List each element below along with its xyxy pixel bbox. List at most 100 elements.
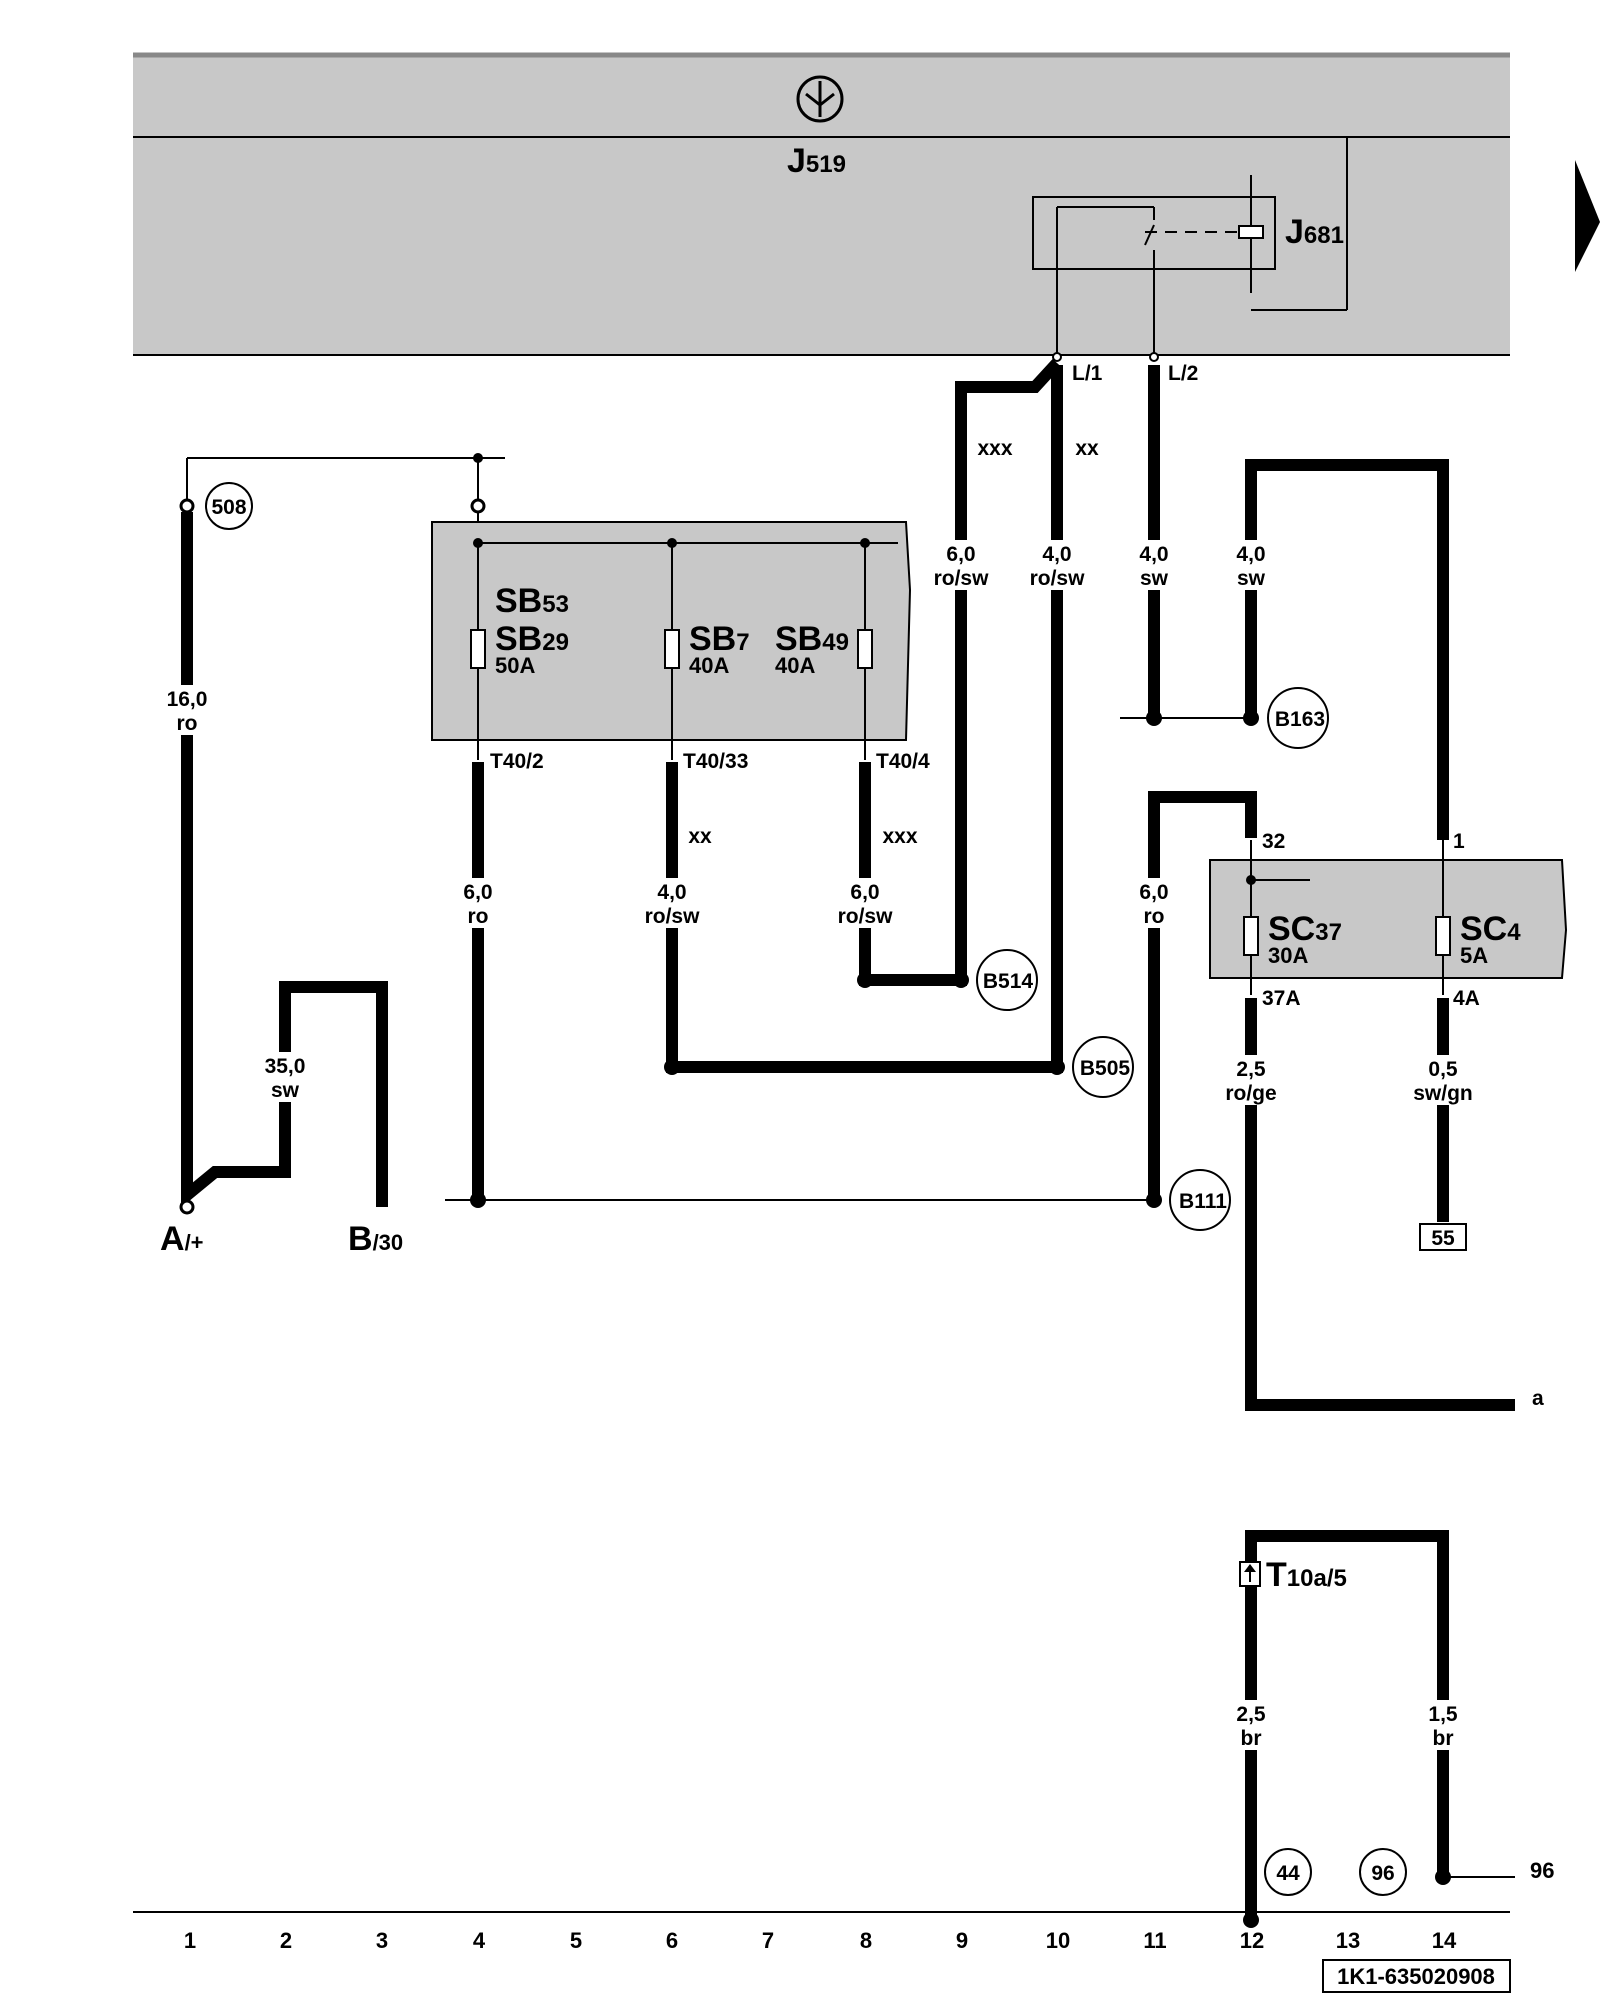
pin-t40-33: T40/33 bbox=[683, 750, 748, 773]
next-page-arrow-icon bbox=[1575, 160, 1600, 272]
fuse-rating: 40A bbox=[689, 653, 729, 678]
svg-text:B514: B514 bbox=[983, 970, 1034, 993]
wire-size: 2,5 bbox=[1236, 1058, 1266, 1081]
connection-b163: B163 bbox=[1267, 687, 1329, 749]
svg-text:2: 2 bbox=[280, 1928, 292, 1953]
wire-size: 4,0 bbox=[1139, 543, 1168, 566]
wire-color: ro/sw bbox=[1030, 567, 1086, 590]
terminal-a: A/+ bbox=[160, 1220, 204, 1258]
svg-text:8: 8 bbox=[860, 1928, 872, 1953]
svg-text:11: 11 bbox=[1143, 1928, 1166, 1953]
wire-code: xxx bbox=[882, 825, 917, 848]
fuse-sc37: SC37 bbox=[1268, 910, 1342, 948]
fuse-icon bbox=[857, 629, 873, 669]
ground-symbol-icon bbox=[796, 75, 844, 123]
wire-size: 4,0 bbox=[1236, 543, 1265, 566]
terminal-b: B/30 bbox=[348, 1220, 403, 1258]
wire-size: 0,5 bbox=[1428, 1058, 1458, 1081]
wire-color: ro/sw bbox=[645, 905, 701, 928]
continuation-a: a bbox=[1532, 1387, 1544, 1410]
wire-color: sw bbox=[1237, 567, 1266, 590]
svg-text:12: 12 bbox=[1240, 1928, 1264, 1953]
fuse-icon bbox=[1243, 916, 1259, 956]
wire-code: xx bbox=[688, 825, 712, 848]
wire-b111 bbox=[1148, 791, 1257, 1200]
connection-b505: B505 bbox=[1072, 1036, 1134, 1098]
svg-text:13: 13 bbox=[1336, 1928, 1360, 1953]
wire-battery bbox=[181, 512, 388, 1208]
continuation-96: 96 bbox=[1530, 1858, 1554, 1883]
fuse-rating: 40A bbox=[775, 653, 815, 678]
svg-text:B163: B163 bbox=[1275, 708, 1325, 731]
svg-text:5: 5 bbox=[570, 1928, 582, 1953]
pin-t40-4: T40/4 bbox=[876, 750, 930, 773]
fuse-icon bbox=[664, 629, 680, 669]
pin-l2: L/2 bbox=[1168, 362, 1198, 385]
relay-label: J681 bbox=[1285, 213, 1344, 251]
wire-size: 4,0 bbox=[657, 881, 686, 904]
fuse-sb7: SB7 bbox=[689, 620, 750, 658]
connection-44: 44 bbox=[1264, 1848, 1312, 1896]
fuse-rating: 50A bbox=[495, 653, 535, 678]
page-ref-box bbox=[1419, 1223, 1467, 1251]
fuse-sb29: SB29 bbox=[495, 620, 569, 658]
wire-size: 16,0 bbox=[167, 688, 208, 711]
wire-size: 35,0 bbox=[265, 1055, 306, 1078]
relay-switch-icon bbox=[1144, 224, 1155, 246]
connection-b514: B514 bbox=[976, 949, 1038, 1011]
wire-color: ro/ge bbox=[1225, 1082, 1276, 1105]
pin-4a: 4A bbox=[1453, 987, 1480, 1010]
relay-coil-icon bbox=[1238, 225, 1264, 239]
svg-text:6: 6 bbox=[666, 1928, 678, 1953]
svg-text:4: 4 bbox=[473, 1928, 486, 1953]
fuse-rating: 30A bbox=[1268, 943, 1308, 968]
wire-color: sw bbox=[271, 1079, 300, 1102]
fuse-icon bbox=[1435, 916, 1451, 956]
fuse-sc4: SC4 bbox=[1460, 910, 1521, 948]
wire-color: ro bbox=[1144, 905, 1165, 928]
svg-text:B505: B505 bbox=[1080, 1057, 1131, 1080]
wire-color: sw/gn bbox=[1413, 1082, 1473, 1105]
svg-text:7: 7 bbox=[762, 1928, 774, 1953]
pin-l1: L/1 bbox=[1072, 362, 1103, 385]
pin-37a: 37A bbox=[1262, 987, 1301, 1010]
wire-color: ro bbox=[177, 712, 198, 735]
wire-size: 4,0 bbox=[1042, 543, 1071, 566]
connection-508: 508 bbox=[205, 482, 253, 530]
wire-size: 6,0 bbox=[463, 881, 492, 904]
connection-b111: B111 bbox=[1169, 1169, 1231, 1231]
svg-text:B111: B111 bbox=[1179, 1190, 1227, 1213]
fuse-box-sc bbox=[1209, 859, 1568, 979]
wire-t40-4 bbox=[859, 358, 1062, 986]
wire-color: sw bbox=[1140, 567, 1169, 590]
fuse-rating: 5A bbox=[1460, 943, 1488, 968]
wire-color: ro/sw bbox=[934, 567, 990, 590]
svg-text:44: 44 bbox=[1276, 1862, 1300, 1885]
wire-size: 1,5 bbox=[1428, 1703, 1458, 1726]
wire-size: 6,0 bbox=[850, 881, 879, 904]
wire-color: br bbox=[1241, 1727, 1262, 1750]
fuse-sb53: SB53 bbox=[495, 582, 569, 620]
svg-text:1: 1 bbox=[184, 1928, 196, 1953]
svg-text:10: 10 bbox=[1046, 1928, 1070, 1953]
wire-color: ro/sw bbox=[838, 905, 894, 928]
wire-color: ro bbox=[468, 905, 489, 928]
wire-size: 6,0 bbox=[1139, 881, 1168, 904]
wire-size: 6,0 bbox=[946, 543, 975, 566]
svg-text:9: 9 bbox=[956, 1928, 968, 1953]
page-ref-55: 55 bbox=[1431, 1227, 1455, 1250]
svg-text:3: 3 bbox=[376, 1928, 388, 1953]
wire-code: xxx bbox=[977, 437, 1012, 460]
wire-color: br bbox=[1433, 1727, 1454, 1750]
control-unit-label: J519 bbox=[787, 142, 846, 180]
svg-text:508: 508 bbox=[211, 496, 246, 519]
svg-text:14: 14 bbox=[1432, 1928, 1457, 1953]
connector-label: T10a/5 bbox=[1266, 1556, 1347, 1594]
pin-t40-2: T40/2 bbox=[490, 750, 544, 773]
wire-37a bbox=[1245, 998, 1515, 1411]
pin-1: 1 bbox=[1453, 830, 1465, 853]
track-numbers: 1 2 3 4 5 6 7 8 9 10 11 12 13 14 bbox=[184, 1928, 1457, 1953]
doc-id-box bbox=[1322, 1959, 1511, 1993]
wire-size: 2,5 bbox=[1236, 1703, 1266, 1726]
